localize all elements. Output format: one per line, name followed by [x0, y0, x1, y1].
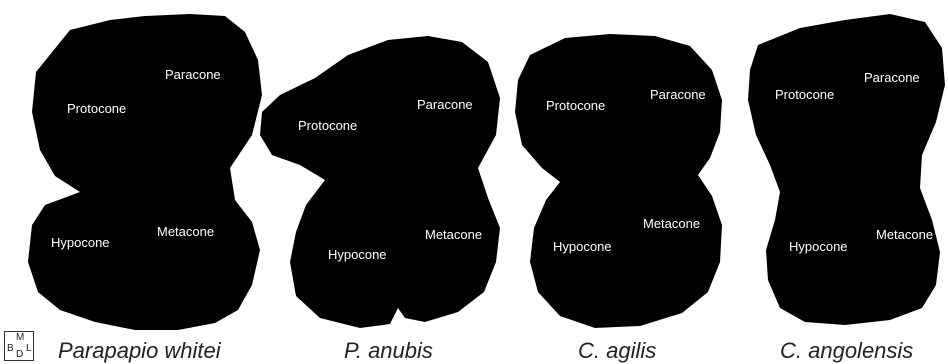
cusp-label-metacone: Metacone — [157, 224, 214, 239]
tooth-p-anubis: Paracone Protocone Metacone Hypocone — [260, 36, 500, 328]
species-label-p-anubis: P. anubis — [344, 338, 433, 364]
cusp-label-hypocone: Hypocone — [328, 247, 387, 262]
tooth-parapapio-whitei: Paracone Protocone Metacone Hypocone — [28, 14, 262, 330]
compass-mesial-label: M — [16, 333, 24, 343]
tooth-c-angolensis: Paracone Protocone Metacone Hypocone — [748, 14, 945, 325]
tooth-outline — [28, 14, 262, 330]
cusp-label-protocone: Protocone — [775, 87, 834, 102]
compass-lingual-label: L — [26, 344, 32, 354]
cusp-label-hypocone: Hypocone — [789, 239, 848, 254]
cusp-label-paracone: Paracone — [650, 87, 706, 102]
cusp-label-hypocone: Hypocone — [553, 239, 612, 254]
cusp-label-paracone: Paracone — [864, 70, 920, 85]
cusp-label-protocone: Protocone — [298, 118, 357, 133]
tooth-outline — [748, 14, 945, 325]
species-label-parapapio-whitei: Parapapio whitei — [58, 338, 221, 364]
compass-distal-label: D — [16, 350, 23, 360]
species-label-c-agilis: C. agilis — [578, 338, 656, 364]
orientation-compass: M B D L — [4, 331, 34, 361]
cusp-label-paracone: Paracone — [417, 97, 473, 112]
tooth-outline — [260, 36, 500, 328]
compass-buccal-label: B — [7, 344, 14, 354]
species-label-c-angolensis: C. angolensis — [780, 338, 913, 364]
tooth-outline — [515, 34, 722, 328]
cusp-label-protocone: Protocone — [67, 101, 126, 116]
cusp-label-hypocone: Hypocone — [51, 235, 110, 250]
tooth-c-agilis: Paracone Protocone Metacone Hypocone — [515, 34, 722, 328]
cusp-label-metacone: Metacone — [876, 227, 933, 242]
cusp-label-metacone: Metacone — [643, 216, 700, 231]
cusp-label-paracone: Paracone — [165, 67, 221, 82]
cusp-label-protocone: Protocone — [546, 98, 605, 113]
cusp-label-metacone: Metacone — [425, 227, 482, 242]
